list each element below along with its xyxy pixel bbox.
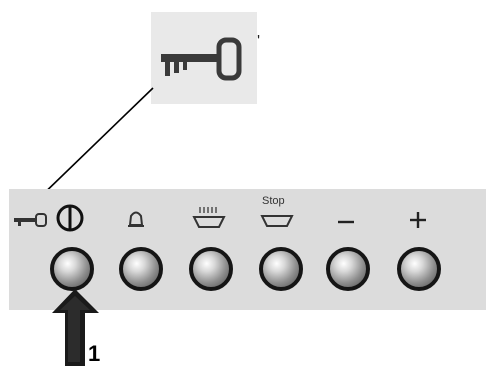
bell-icon [125,208,147,230]
stop-button[interactable] [259,247,303,291]
power-button[interactable] [50,247,94,291]
heating-icon [192,205,226,231]
stop-label: Stop [262,195,285,207]
stop-icon [260,213,294,229]
minus-icon [337,219,355,225]
plus-icon [408,210,428,230]
heating-button[interactable] [189,247,233,291]
key-icon [14,213,48,227]
power-icon [55,203,85,233]
plus-button[interactable] [397,247,441,291]
bell-button[interactable] [119,247,163,291]
callout-number: 1 [88,343,100,365]
minus-button[interactable] [326,247,370,291]
